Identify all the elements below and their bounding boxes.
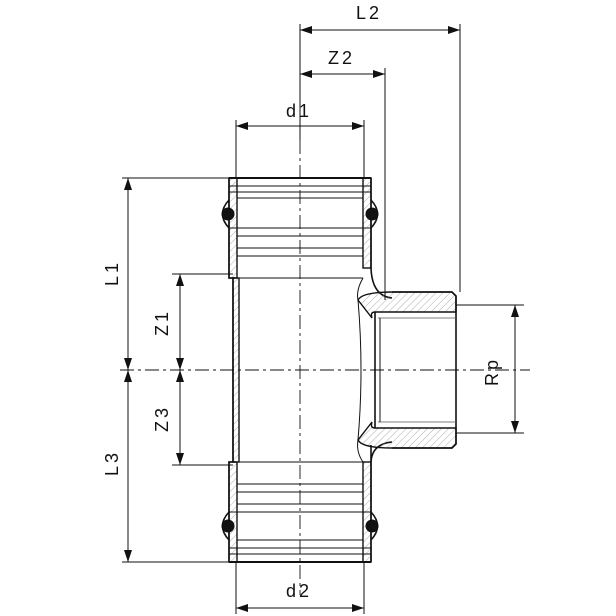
tee-body: [221, 177, 393, 563]
lower-right-oring: [365, 519, 379, 533]
upper-left-oring: [221, 207, 235, 221]
label-L3: L3: [102, 450, 122, 476]
label-L2: L2: [356, 3, 382, 23]
label-d2: d2: [286, 581, 312, 601]
label-Z2: Z2: [328, 48, 355, 68]
label-Z1: Z1: [152, 309, 172, 336]
center-lines: [120, 140, 530, 595]
dimension-labels: L2 Z2 d1 d2 L1 Z1 Z3 L3 Rp: [102, 3, 502, 601]
label-d1: d1: [286, 101, 312, 121]
lower-left-oring: [221, 519, 235, 533]
label-Rp: Rp: [482, 357, 502, 386]
branch-outlet: [357, 291, 457, 449]
label-L1: L1: [102, 260, 122, 286]
label-Z3: Z3: [152, 405, 172, 432]
upper-right-oring: [365, 207, 379, 221]
dimensions: [122, 24, 524, 614]
